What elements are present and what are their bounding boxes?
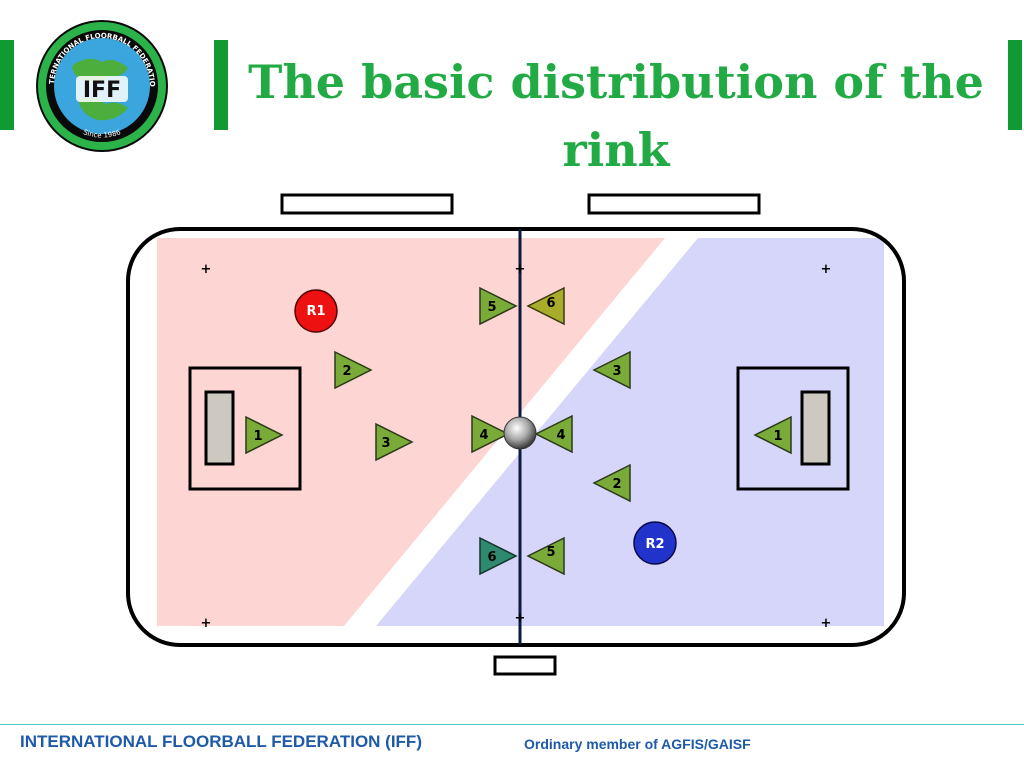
iff-logo-icon: IFF INTERNATIONAL FLOORBALL FEDERATION S… bbox=[32, 16, 168, 152]
left-player-2-label: 2 bbox=[342, 364, 351, 379]
referee-r2-icon bbox=[633, 521, 677, 565]
left-player-4-label: 4 bbox=[479, 428, 488, 443]
right-player-3-label: 3 bbox=[612, 364, 621, 379]
bench-left bbox=[280, 193, 454, 215]
right-player-5-label: 5 bbox=[546, 545, 555, 560]
right-player-6-icon bbox=[526, 286, 565, 326]
face-off-mark-bottom-center: + bbox=[515, 611, 526, 626]
face-off-mark-bottom-left: + bbox=[201, 616, 212, 631]
referee-r1-label: R1 bbox=[306, 304, 325, 319]
left-player-4-icon bbox=[471, 414, 510, 454]
ball-icon bbox=[503, 416, 537, 450]
left-player-1-icon bbox=[245, 415, 284, 455]
bench-right bbox=[587, 193, 761, 215]
title-accent-bar-left bbox=[214, 40, 228, 130]
right-player-4-icon bbox=[534, 414, 573, 454]
right-player-1-label: 1 bbox=[773, 429, 782, 444]
goal-area-left bbox=[188, 366, 302, 491]
face-off-mark-top-left: + bbox=[201, 262, 212, 277]
left-player-1-label: 1 bbox=[253, 429, 262, 444]
left-player-5-label: 5 bbox=[487, 300, 496, 315]
face-off-mark-bottom-right: + bbox=[821, 616, 832, 631]
left-zone bbox=[157, 238, 665, 626]
referee-r2-label: R2 bbox=[645, 537, 664, 552]
logo-abbr: IFF bbox=[83, 78, 121, 103]
left-player-2-icon bbox=[334, 350, 373, 390]
footer-membership: Ordinary member of AGFIS/GAISF bbox=[524, 736, 751, 752]
logo-since: Since 1986 bbox=[82, 128, 122, 139]
right-player-2-label: 2 bbox=[612, 477, 621, 492]
right-player-1-icon bbox=[753, 415, 792, 455]
referee-r1-icon bbox=[294, 289, 338, 333]
goal-right bbox=[800, 390, 831, 466]
left-player-6-icon bbox=[479, 536, 518, 576]
svg-text:Since 1986: Since 1986 bbox=[82, 128, 122, 139]
right-player-4-label: 4 bbox=[556, 428, 565, 443]
rink-boards bbox=[126, 227, 906, 647]
right-player-2-icon bbox=[592, 463, 631, 503]
footer-divider bbox=[0, 724, 1024, 725]
goal-left bbox=[204, 390, 235, 466]
face-off-mark-top-right: + bbox=[821, 262, 832, 277]
title-accent-bar-right bbox=[1008, 40, 1022, 130]
slide-title: The basic distribution of the rink bbox=[248, 55, 984, 177]
right-zone bbox=[376, 238, 884, 626]
left-player-5-icon bbox=[479, 286, 518, 326]
right-player-6-label: 6 bbox=[546, 296, 555, 311]
right-player-5-icon bbox=[526, 536, 565, 576]
penalty-bench bbox=[493, 655, 557, 676]
left-player-3-label: 3 bbox=[381, 436, 390, 451]
face-off-mark-top-center: + bbox=[515, 262, 526, 277]
footer-organization: INTERNATIONAL FLOORBALL FEDERATION (IFF) bbox=[20, 732, 422, 751]
left-player-6-label: 6 bbox=[487, 550, 496, 565]
right-player-3-icon bbox=[592, 350, 631, 390]
left-accent-bar bbox=[0, 40, 14, 130]
goal-area-right bbox=[736, 366, 850, 491]
left-player-3-icon bbox=[375, 422, 414, 462]
